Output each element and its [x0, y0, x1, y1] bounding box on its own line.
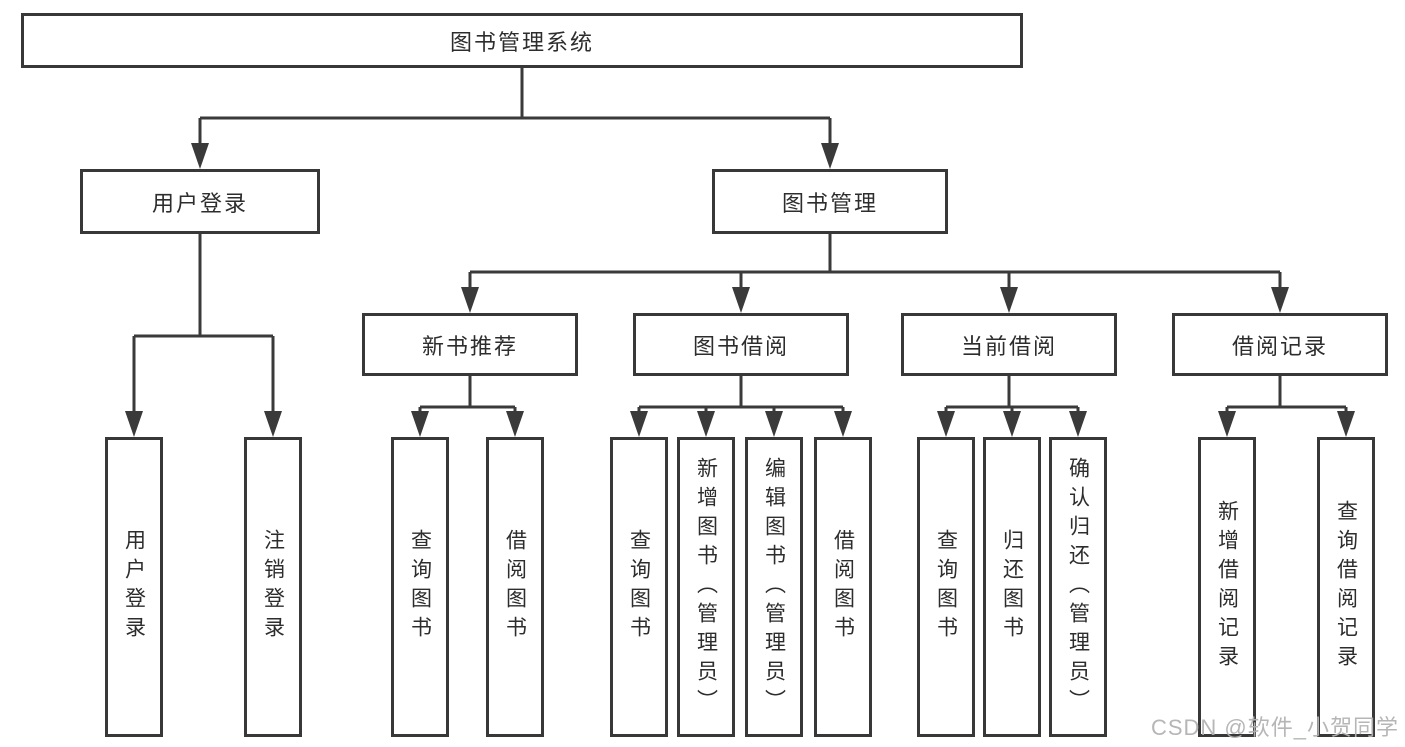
connector-bookborrow-to-leaves: [637, 376, 845, 415]
node-label: 确认归还（管理员）: [1066, 456, 1090, 718]
node-label: 借阅记录: [1231, 333, 1328, 359]
arrowhead: [630, 411, 648, 437]
csdn-watermark: CSDN @软件_小贺同学: [1150, 715, 1399, 740]
arrowhead: [937, 411, 955, 437]
leaf-edit-books-admin: 编辑图书（管理员）: [745, 437, 803, 737]
arrowhead: [1000, 287, 1018, 313]
leaf-borrow-books-recommend: 借阅图书: [486, 437, 544, 737]
node-borrow-records: 借阅记录: [1172, 313, 1388, 376]
node-label: 新增图书（管理员）: [694, 456, 718, 718]
leaf-borrow-books: 借阅图书: [814, 437, 872, 737]
arrowhead: [1337, 411, 1355, 437]
arrowhead: [506, 411, 524, 437]
node-label: 借阅图书: [831, 529, 855, 645]
node-label: 查询图书: [934, 529, 958, 645]
arrowhead: [1003, 411, 1021, 437]
arrowhead: [1069, 411, 1087, 437]
node-label: 归还图书: [1000, 529, 1024, 645]
node-label: 当前借阅: [960, 333, 1057, 359]
node-label: 图书借阅: [692, 333, 789, 359]
arrowhead: [264, 411, 282, 437]
arrowhead: [1271, 287, 1289, 313]
leaf-confirm-return-admin: 确认归还（管理员）: [1049, 437, 1107, 737]
node-book-management-branch: 图书管理: [712, 169, 948, 234]
leaf-add-borrow-record: 新增借阅记录: [1198, 437, 1256, 737]
node-label: 查询图书: [408, 529, 432, 645]
node-library-system: 图书管理系统: [21, 13, 1023, 68]
arrowhead: [191, 143, 209, 169]
node-new-book-recommend: 新书推荐: [362, 313, 578, 376]
node-user-login-branch: 用户登录: [80, 169, 320, 234]
arrowhead: [125, 411, 143, 437]
node-label: 编辑图书（管理员）: [762, 456, 786, 718]
arrowhead: [697, 411, 715, 437]
arrowhead: [1218, 411, 1236, 437]
arrowhead: [411, 411, 429, 437]
node-label: 注销登录: [261, 529, 285, 645]
arrowhead: [732, 287, 750, 313]
node-label: 用户登录: [122, 529, 146, 645]
leaf-user-login: 用户登录: [105, 437, 163, 737]
leaf-query-books-current: 查询图书: [917, 437, 975, 737]
connector-records-to-leaves: [1225, 376, 1348, 415]
arrowhead: [821, 143, 839, 169]
node-label: 用户登录: [151, 190, 248, 216]
node-label: 图书管理: [781, 190, 878, 216]
leaf-query-books-recommend: 查询图书: [391, 437, 449, 737]
node-label: 借阅图书: [503, 529, 527, 645]
connector-userlogin-to-leaves: [132, 234, 275, 415]
node-label: 新增借阅记录: [1215, 500, 1239, 674]
leaf-add-books-admin: 新增图书（管理员）: [677, 437, 735, 737]
node-label: 查询借阅记录: [1334, 500, 1358, 674]
connector-root-to-level2: [198, 68, 832, 147]
arrowhead: [834, 411, 852, 437]
node-label: 图书管理系统: [449, 29, 594, 55]
node-label: 新书推荐: [421, 333, 518, 359]
node-label: 查询图书: [627, 529, 651, 645]
leaf-return-books: 归还图书: [983, 437, 1041, 737]
leaf-logout: 注销登录: [244, 437, 302, 737]
arrowhead: [765, 411, 783, 437]
arrowhead: [461, 287, 479, 313]
node-book-borrowing: 图书借阅: [633, 313, 849, 376]
leaf-query-borrow-record: 查询借阅记录: [1317, 437, 1375, 737]
node-current-borrowing: 当前借阅: [901, 313, 1117, 376]
connector-newbooks-to-leaves: [418, 376, 517, 415]
connector-currentborrow-to-leaves: [944, 376, 1080, 415]
leaf-query-books-borrowing: 查询图书: [610, 437, 668, 737]
connector-bookmgmt-to-level3: [468, 234, 1282, 291]
